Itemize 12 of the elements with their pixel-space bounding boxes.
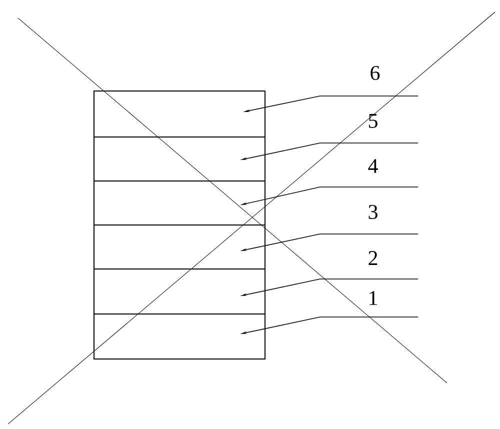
layer-box	[94, 268, 266, 314]
callout-number: 3	[368, 204, 378, 220]
callout-number: 1	[370, 291, 377, 305]
callout-number: 6	[370, 66, 380, 80]
callout-number: 5	[368, 114, 378, 128]
layer-box	[94, 180, 266, 226]
layer-box	[94, 90, 266, 138]
layer-box	[94, 136, 266, 182]
layer-box	[94, 314, 266, 360]
layer-box	[94, 224, 266, 270]
callout-number: 4	[368, 159, 378, 173]
callout-number: 2	[368, 251, 378, 265]
